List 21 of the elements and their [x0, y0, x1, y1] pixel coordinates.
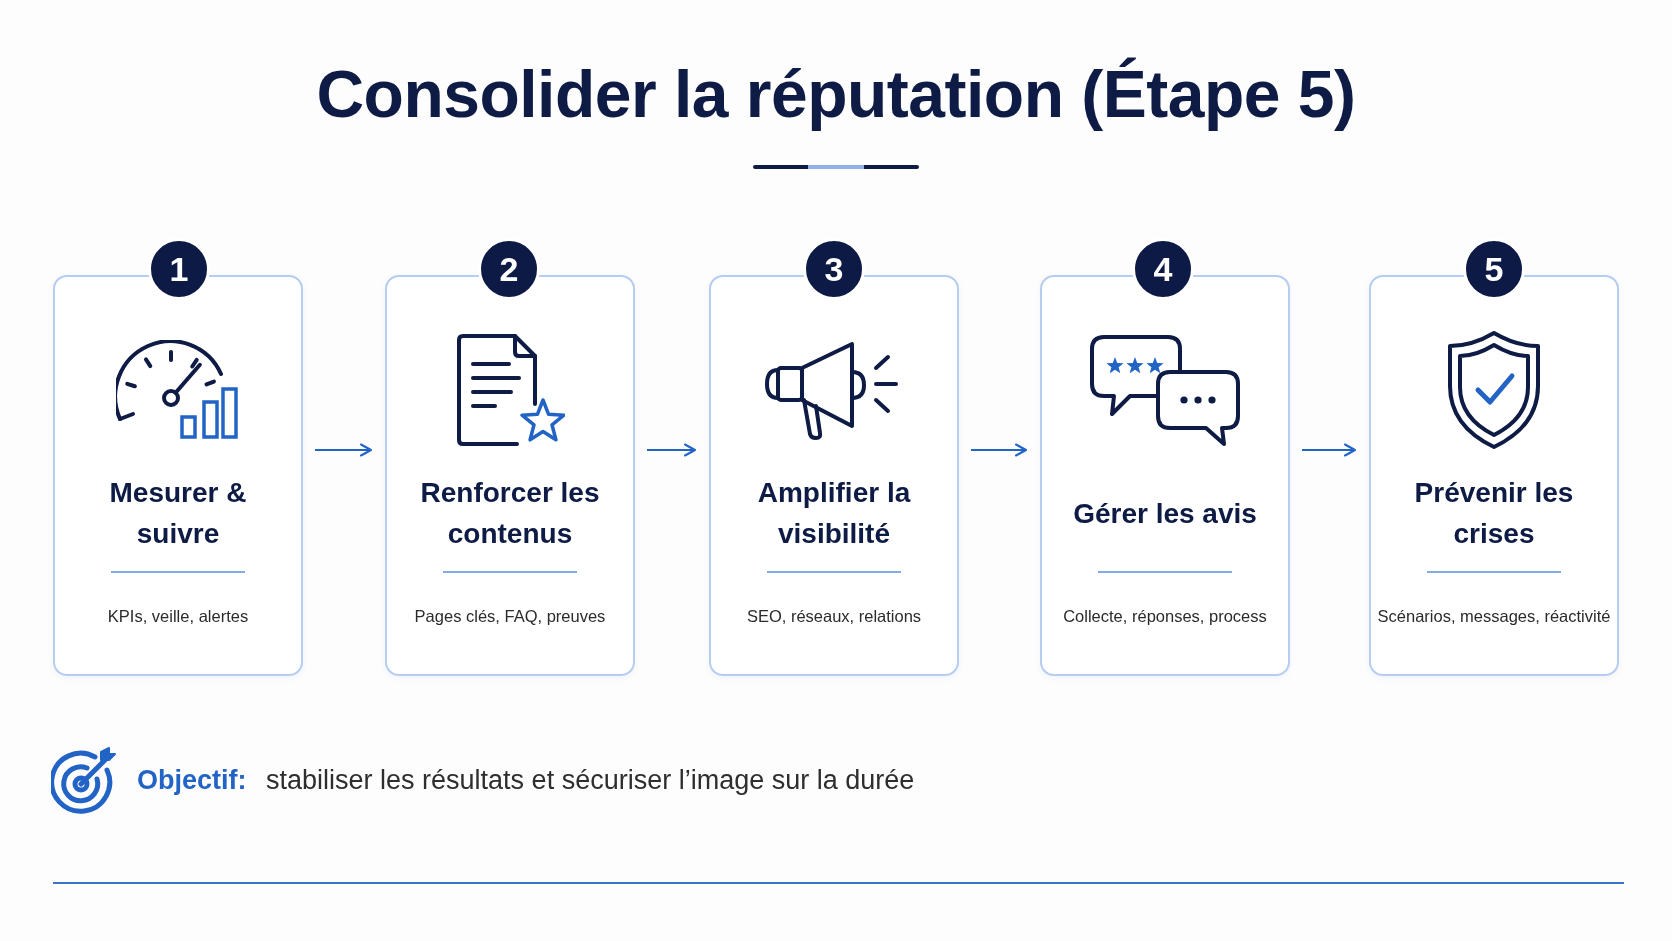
arrow [970, 443, 1027, 457]
page-title: Consolider la réputation (Étape 5) [316, 56, 1356, 133]
step-description: Scénarios, messages, réactivité [1377, 606, 1611, 627]
step-title: Prévenir les crises [1413, 476, 1575, 551]
step-number-badge: 3 [803, 238, 865, 300]
step-title: Amplifier la visibilité [756, 476, 912, 551]
objective-text: Objectif: stabiliser les résultats et sécuriser l’image sur la durée [137, 764, 915, 797]
step-title: Gérer les avis [1073, 496, 1257, 531]
arrow [314, 443, 372, 457]
step-description: Pages clés, FAQ, preuves [414, 606, 606, 627]
step-description: SEO, réseaux, relations [746, 606, 922, 627]
step-number-badge: 1 [148, 238, 210, 300]
step-description: KPIs, veille, alertes [107, 606, 249, 627]
step-title: Mesurer & suivre [108, 476, 248, 551]
step-number-badge: 5 [1463, 238, 1525, 300]
step-description: Collecte, réponses, process [1063, 606, 1267, 627]
arrow [1301, 443, 1356, 457]
arrow [646, 443, 696, 457]
step-number-badge: 4 [1132, 238, 1194, 300]
step-number-badge: 2 [478, 238, 540, 300]
step-title: Renforcer les contenus [419, 476, 601, 551]
